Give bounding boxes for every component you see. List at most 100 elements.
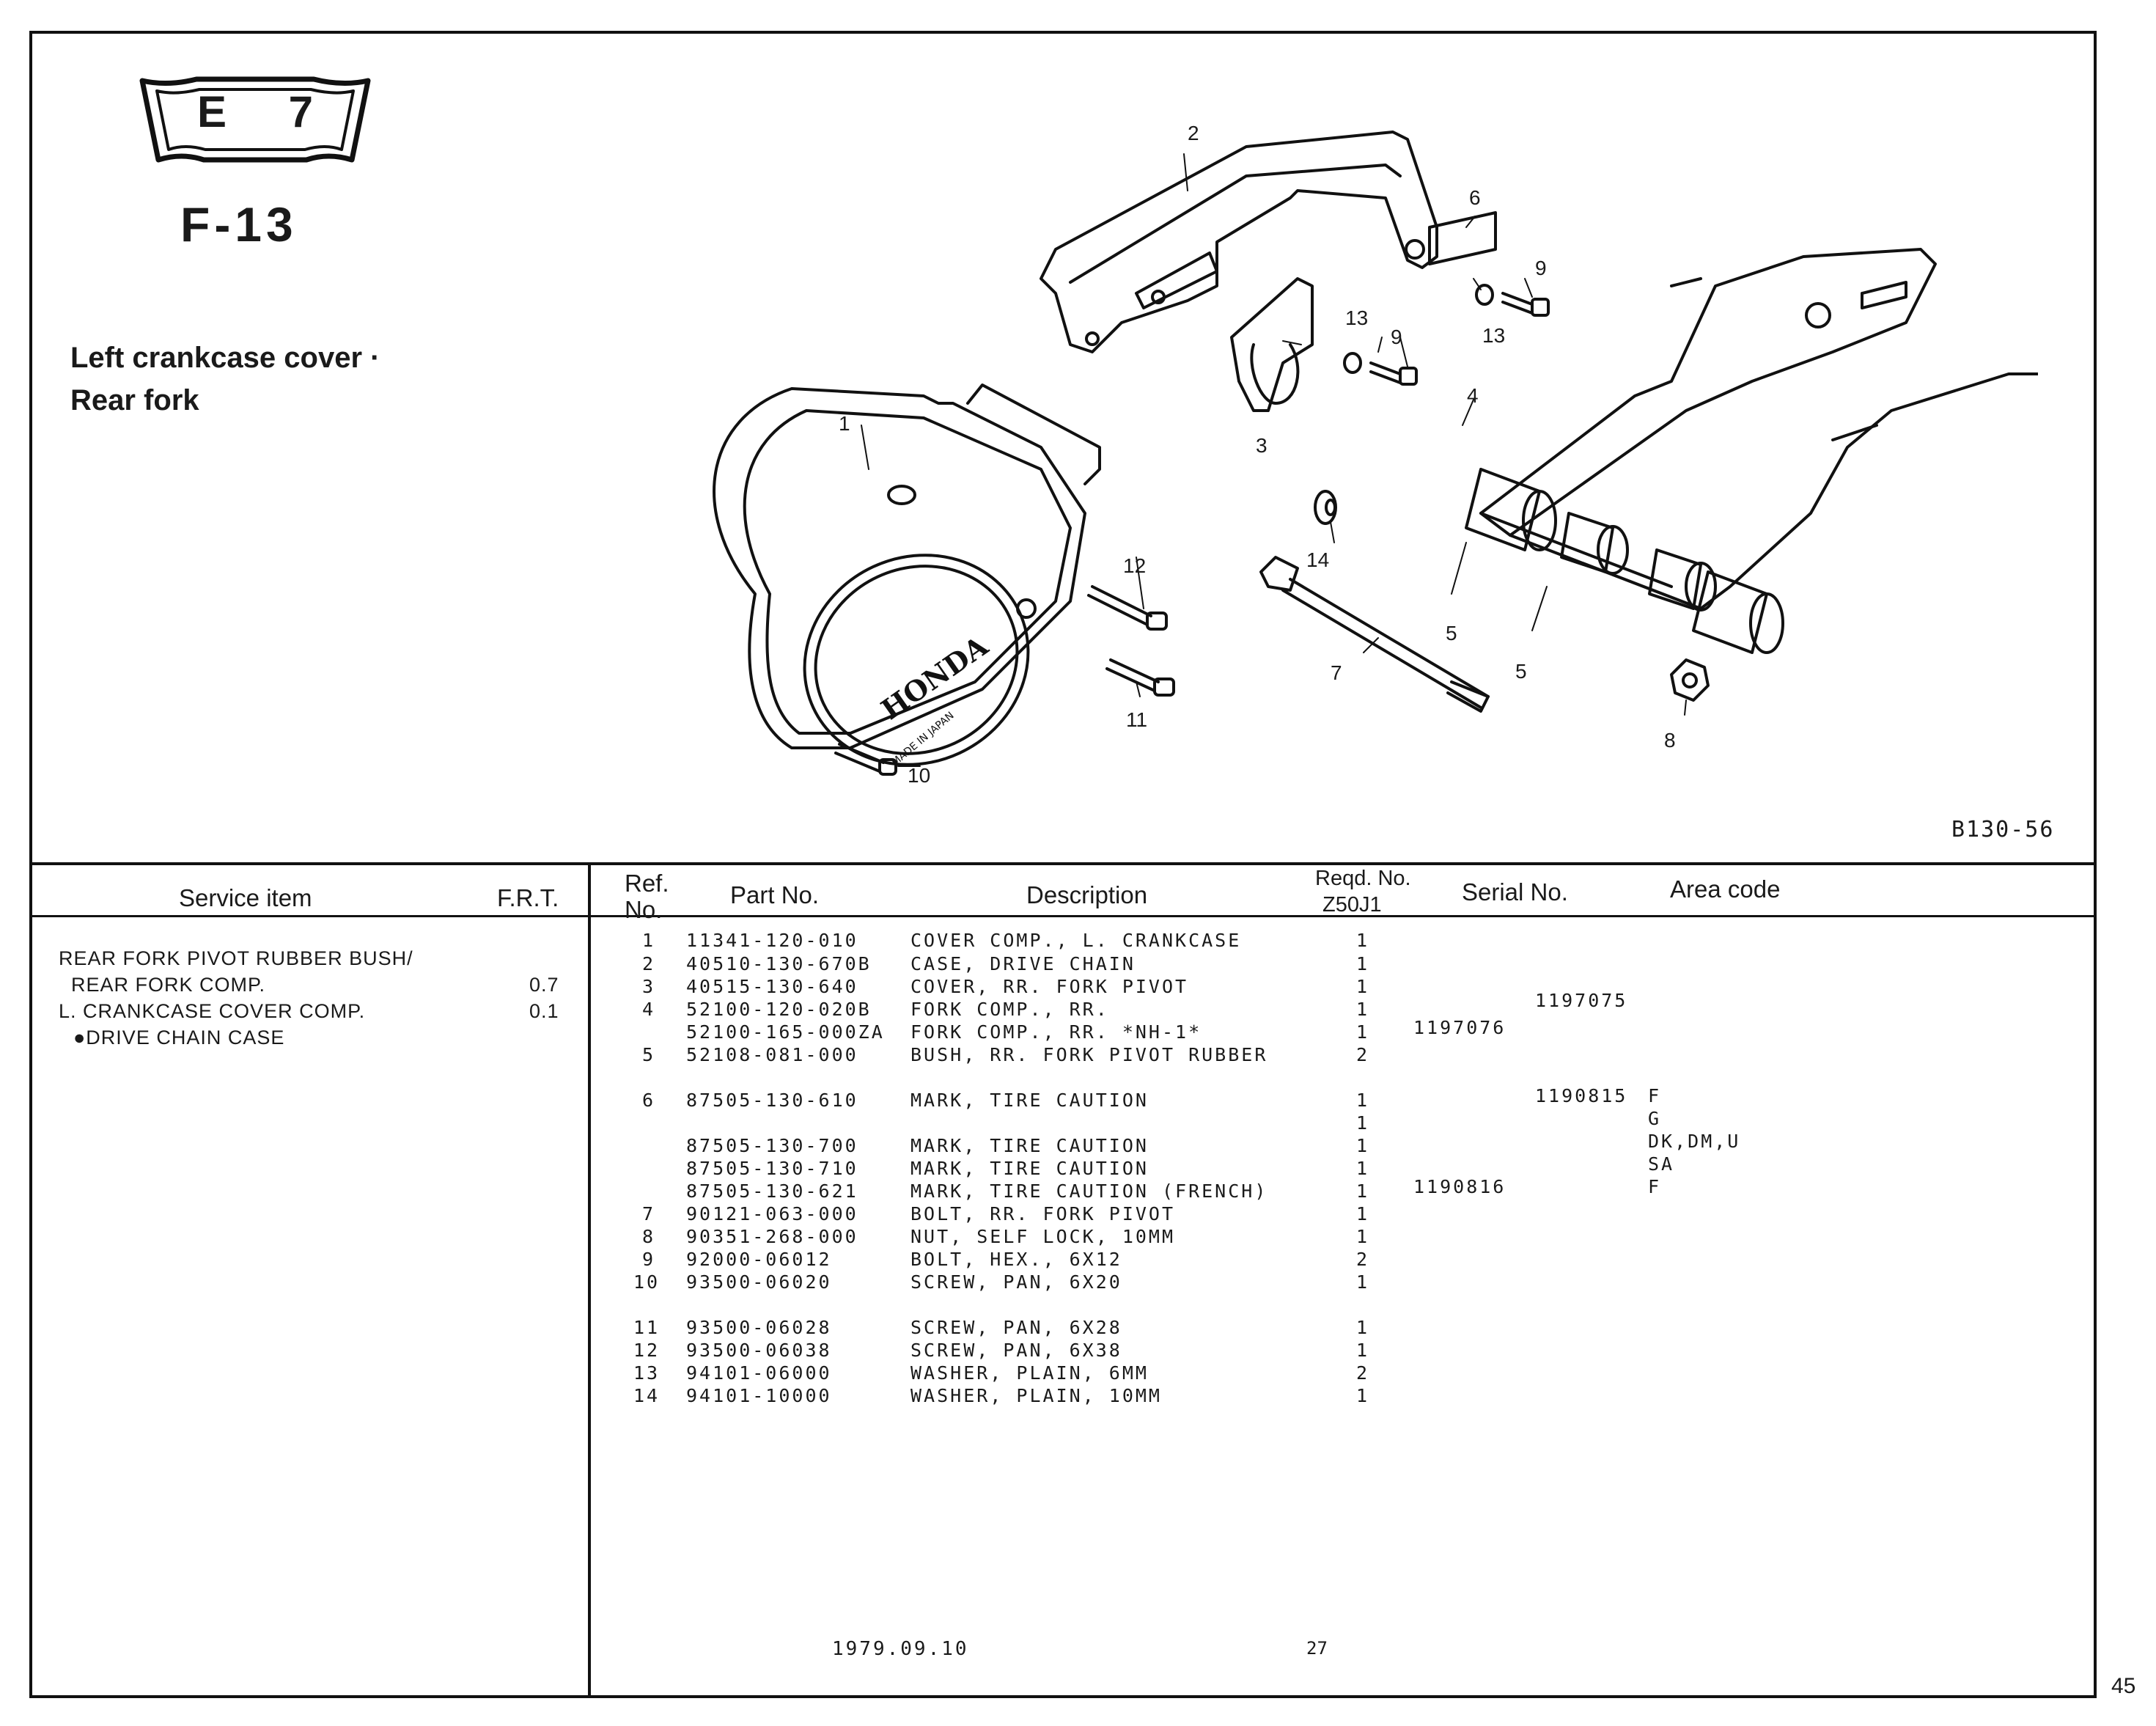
callout-1: 1 (839, 412, 850, 435)
table-header-divider (29, 915, 2097, 917)
row-part-no: 94101-10000 (686, 1385, 832, 1406)
row-area-code: SA (1648, 1153, 1675, 1175)
row-part-no: 93500-06020 (686, 1271, 832, 1293)
row-description: MARK, TIRE CAUTION (910, 1090, 1149, 1111)
bolt-washer-set-drawing (1343, 284, 1550, 386)
rear-fork-drawing (1479, 248, 2038, 610)
row-part-no: 94101-06000 (686, 1362, 832, 1384)
row-description: SCREW, PAN, 6X38 (910, 1340, 1122, 1361)
pivot-cover-drawing (1230, 277, 1314, 412)
pan-screw-set-drawing (834, 585, 1175, 776)
row-qty: 1 (1356, 1385, 1370, 1406)
row-description: SCREW, PAN, 6X28 (910, 1317, 1122, 1338)
row-ref: 10 (633, 1271, 661, 1293)
subsection-code: F-13 (180, 197, 298, 251)
footer-date: 1979.09.10 (832, 1638, 969, 1660)
row-description: CASE, DRIVE CHAIN (910, 953, 1136, 974)
page-number: 45 (2111, 1674, 2136, 1698)
callout-3: 3 (1256, 434, 1268, 457)
row-description: WASHER, PLAIN, 10MM (910, 1385, 1162, 1406)
row-ref: 3 (642, 976, 656, 997)
row-serial-from: 1197076 (1413, 1017, 1506, 1038)
row-description: BUSH, RR. FORK PIVOT RUBBER (910, 1044, 1268, 1065)
row-description: WASHER, PLAIN, 6MM (910, 1362, 1149, 1384)
row-ref: 14 (633, 1385, 661, 1406)
row-part-no: 87505-130-621 (686, 1180, 858, 1202)
callout-4: 4 (1467, 384, 1479, 407)
row-part-no: 92000-06012 (686, 1249, 832, 1270)
page-title-line1: Left crankcase cover · (70, 342, 380, 374)
row-part-no: 87505-130-610 (686, 1090, 858, 1111)
serial-header: Serial No. (1462, 878, 1568, 906)
row-qty: 1 (1356, 1021, 1370, 1043)
row-part-no: 87505-130-710 (686, 1158, 858, 1179)
table-column-divider (588, 862, 591, 1698)
row-ref: 8 (642, 1226, 656, 1247)
callout-6: 6 (1469, 186, 1481, 209)
row-description: NUT, SELF LOCK, 10MM (910, 1226, 1176, 1247)
row-part-no: 90351-268-000 (686, 1226, 858, 1247)
row-serial-to: 1197075 (1535, 990, 1628, 1011)
reqd-header-line2: Z50J1 (1322, 893, 1382, 917)
service-row: ●DRIVE CHAIN CASE (73, 1027, 285, 1049)
row-description: FORK COMP., RR. *NH-1* (910, 1021, 1202, 1043)
row-part-no: 52108-081-000 (686, 1044, 858, 1065)
callout-12: 12 (1123, 554, 1147, 577)
row-ref: 2 (642, 953, 656, 974)
crankcase-cover-drawing: HONDA MADE IN JAPAN (713, 383, 1101, 768)
row-area-code: G (1648, 1108, 1662, 1129)
drive-chain-case-drawing (1040, 131, 1438, 353)
part-no-header: Part No. (730, 881, 820, 908)
row-part-no: 93500-06028 (686, 1317, 832, 1338)
ref-header-line1: Ref. (625, 870, 669, 897)
row-serial-from: 1190816 (1413, 1176, 1506, 1197)
row-description: BOLT, HEX., 6X12 (910, 1249, 1122, 1270)
row-ref: 13 (633, 1362, 661, 1384)
callout-9a: 9 (1535, 257, 1547, 279)
row-qty: 2 (1356, 1362, 1370, 1384)
row-qty: 1 (1356, 1226, 1370, 1247)
row-part-no: 87505-130-700 (686, 1135, 858, 1156)
row-ref: 11 (633, 1317, 661, 1338)
tire-caution-mark-drawing (1428, 211, 1497, 265)
callout-8: 8 (1664, 729, 1676, 752)
row-qty: 1 (1356, 953, 1370, 974)
section-badge: E 7 (196, 87, 339, 136)
row-area-code: DK,DM,U (1648, 1131, 1741, 1152)
row-area-code: F (1648, 1085, 1662, 1106)
row-qty: 1 (1356, 1340, 1370, 1361)
ref-header-line2: No. (625, 896, 663, 923)
frt-header: F.R.T. (497, 884, 559, 911)
diagram-code: B130-56 (1951, 817, 2055, 842)
row-qty: 1 (1356, 1180, 1370, 1202)
callout-13a: 13 (1345, 306, 1369, 329)
service-item-header: Service item (179, 884, 312, 911)
callout-7: 7 (1331, 661, 1342, 684)
exploded-parts-diagram: HONDA MADE IN JAPAN (713, 131, 2038, 776)
service-row: REAR FORK PIVOT RUBBER BUSH/ (59, 947, 413, 969)
callout-13b: 13 (1482, 324, 1506, 347)
row-description: MARK, TIRE CAUTION (FRENCH) (910, 1180, 1268, 1202)
row-description: MARK, TIRE CAUTION (910, 1135, 1149, 1156)
row-part-no: 11341-120-010 (686, 930, 858, 951)
section-badge-frame (139, 76, 371, 163)
service-row: REAR FORK COMP. (59, 974, 266, 996)
reqd-header-line1: Reqd. No. (1315, 867, 1411, 890)
row-ref: 6 (642, 1090, 656, 1111)
row-ref: 5 (642, 1044, 656, 1065)
row-ref: 12 (633, 1340, 661, 1361)
service-row: L. CRANKCASE COVER COMP. (59, 1000, 366, 1022)
service-frt: 0.7 (529, 974, 559, 996)
row-qty: 1 (1356, 1112, 1370, 1134)
self-lock-nut-drawing (1670, 658, 1710, 702)
callout-11: 11 (1126, 708, 1148, 731)
callout-10: 10 (908, 764, 931, 787)
row-qty: 1 (1356, 1317, 1370, 1338)
callout-14: 14 (1306, 548, 1330, 571)
service-frt: 0.1 (529, 1000, 559, 1022)
row-description: COVER COMP., L. CRANKCASE (910, 930, 1242, 951)
row-description: MARK, TIRE CAUTION (910, 1158, 1149, 1179)
leader-lines (861, 153, 1687, 767)
row-qty: 2 (1356, 1249, 1370, 1270)
row-qty: 1 (1356, 930, 1370, 951)
